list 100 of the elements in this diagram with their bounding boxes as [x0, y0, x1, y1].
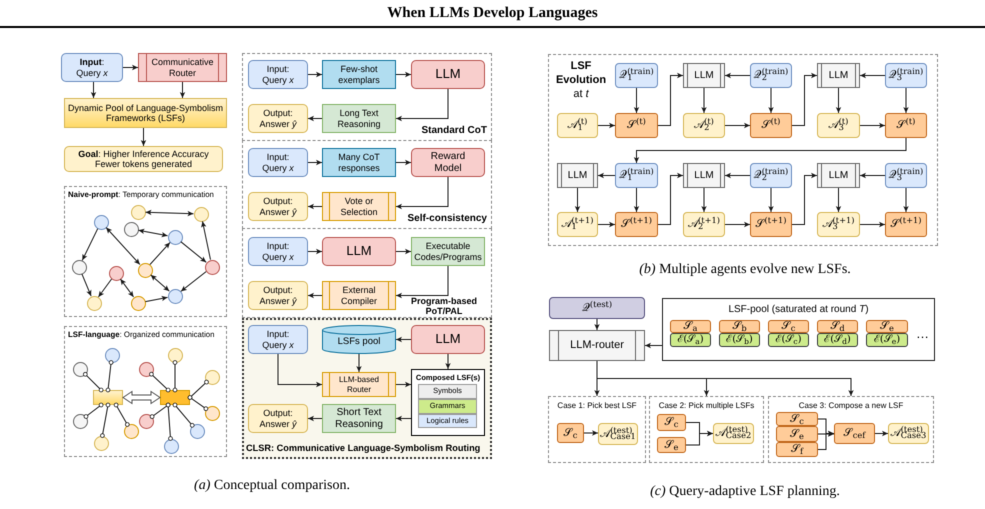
arrow: [145, 210, 194, 216]
model-box: Reward Model: [411, 148, 485, 177]
arrow: [584, 430, 598, 436]
arrow: [180, 82, 186, 98]
process-box: Vote or Selection: [322, 192, 396, 221]
link-line: [83, 372, 104, 392]
framework-box: 𝒮$^{(t)}$: [750, 113, 792, 138]
arrow: [356, 354, 362, 372]
arrow: [180, 241, 207, 263]
evaluation-box: ℰ(𝒮$_{e}$): [866, 333, 908, 347]
query-box: Input: Query x: [61, 53, 123, 82]
dashed-panel: [649, 396, 764, 463]
arrow: [396, 160, 412, 166]
arrow: [308, 160, 322, 166]
arrow: [836, 188, 842, 212]
double-arrow: [122, 390, 161, 404]
framework-box: 𝒮$^{(t+1)}$: [615, 212, 658, 237]
arrow: [180, 271, 207, 292]
arrow: [82, 228, 98, 261]
arrow: [724, 172, 750, 178]
framework-box: 𝒮$_{c}$: [557, 423, 584, 443]
dashed-panel: [548, 396, 646, 463]
result-box: Output: Answer ŷ: [248, 192, 308, 221]
panel-heading: Case 3: Compose a new LSF: [798, 400, 904, 412]
panel-heading: Case 2: Pick multiple LSFs: [658, 400, 754, 412]
arrow: [308, 204, 322, 210]
query-box: Input: Query x: [248, 237, 308, 266]
result-box: Output: Answer ŷ: [248, 404, 308, 433]
arrow: [724, 122, 750, 128]
arrow: [792, 172, 818, 225]
framework-box: 𝒮$^{(t+1)}$: [885, 212, 927, 237]
prompt-box: Many CoT responses: [322, 148, 396, 177]
link-line: [150, 402, 170, 419]
arrow: [574, 188, 580, 212]
arrow: [658, 72, 684, 126]
model-box: LLM: [683, 163, 725, 188]
section-label: CLSR: Communicative Language-Symbolism Routing: [246, 442, 480, 456]
result-box: Output: Answer ŷ: [248, 281, 308, 310]
panel-heading: Case 1: Pick best LSF: [557, 400, 637, 412]
arrow: [445, 354, 451, 370]
framework-box: 𝒮$_{d}$: [817, 320, 858, 333]
dashed-panel: [242, 228, 492, 318]
model-box: LLM: [411, 60, 485, 89]
caption: (b) Multiple agents evolve new LSFs.: [639, 262, 851, 278]
panel-heading: LSF-pool (saturated at round T): [728, 303, 869, 317]
link-line: [188, 395, 208, 411]
arrow: [308, 248, 322, 254]
hub-block: [93, 390, 123, 405]
arrow: [634, 188, 640, 212]
framework-box: 𝒮$_{c}$: [657, 414, 686, 431]
dashed-panel: [64, 186, 227, 317]
process-box: External Compiler: [322, 281, 396, 310]
framework-box: 𝒮$_{f}$: [776, 442, 818, 457]
query-box: Input: Query x: [248, 60, 308, 89]
ellipsis-text: …: [916, 325, 929, 343]
arrow: [874, 430, 888, 436]
arrow: [594, 318, 600, 330]
framework-box: 𝒮$_{cef}$: [834, 423, 875, 444]
caption: (a) Conceptual comparison.: [194, 478, 350, 494]
model-box: LLM: [683, 63, 725, 88]
arrow: [90, 82, 96, 98]
pool-box: Dynamic Pool of Language-Symbolism Frameworks (LSFs): [64, 98, 227, 128]
arrow: [724, 72, 750, 78]
arrow: [792, 72, 818, 126]
model-box: LLM: [817, 63, 860, 88]
link-line: [100, 402, 110, 438]
arrow: [201, 220, 211, 260]
dashed-panel: [548, 54, 938, 246]
dashed-panel: [242, 53, 492, 141]
reasoning-box: Short Text Reasoning: [322, 404, 396, 433]
dashed-panel: [768, 396, 934, 463]
arrow: [701, 188, 707, 212]
arrow: [860, 172, 886, 178]
link-line: [114, 402, 130, 427]
query-box: Input: Query x: [248, 325, 308, 354]
framework-box: 𝒮$_{b}$: [719, 320, 760, 333]
link-line: [84, 402, 104, 419]
arrow: [396, 336, 412, 342]
arrow: [396, 88, 448, 122]
arrow: [308, 72, 322, 78]
arrow: [903, 88, 909, 114]
link-line: [106, 360, 114, 392]
link-line: [149, 372, 170, 392]
arrow: [81, 273, 92, 297]
link-line: [172, 402, 194, 428]
section-label: Self-consistency: [408, 212, 487, 226]
arrow: [144, 296, 168, 302]
title: When LLMs Develop Languages: [387, 4, 598, 22]
arrow: [686, 430, 714, 446]
arrow: [396, 72, 412, 78]
arrow: [860, 222, 886, 228]
router-box: LLM-router: [549, 330, 645, 361]
arrow: [308, 416, 322, 422]
prompt-box: Few-shot exemplars: [322, 60, 396, 89]
dotted-panel: [242, 318, 492, 459]
panel-heading: LSF Evolution at t: [554, 60, 608, 102]
evaluation-box: ℰ(𝒮$_{d}$): [817, 333, 858, 347]
framework-box: 𝒮$^{(t)}$: [615, 113, 658, 138]
arrow: [634, 138, 906, 164]
arrow: [396, 176, 448, 210]
